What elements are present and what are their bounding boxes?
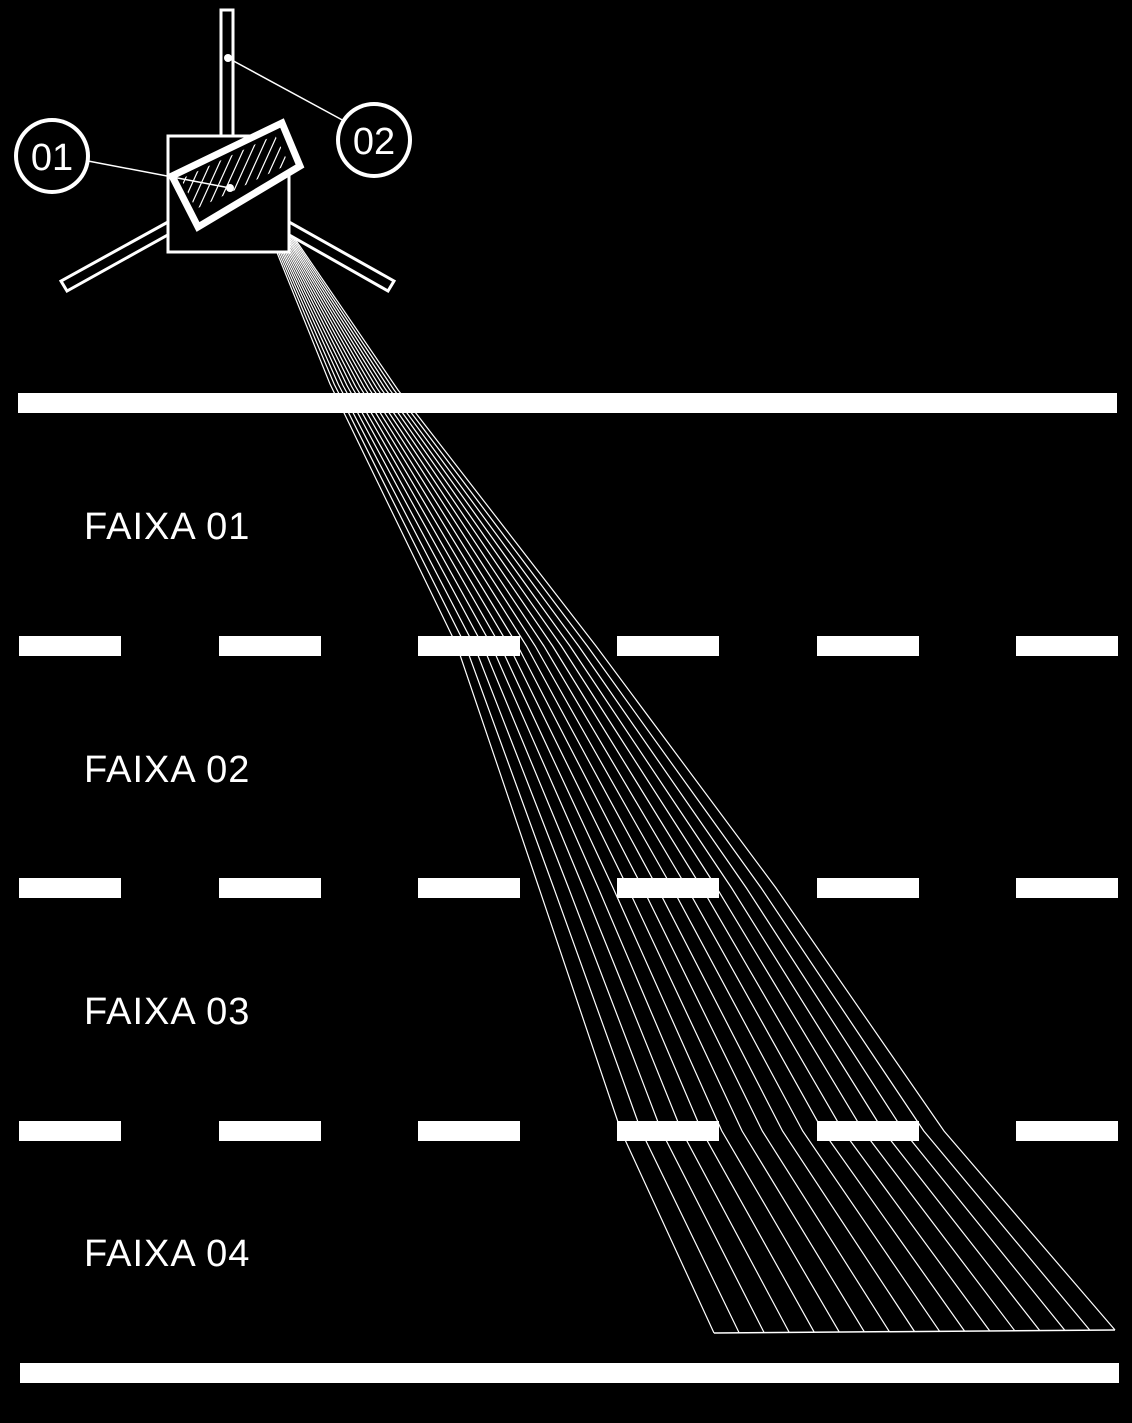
lane-label-faixa-02: FAIXA 02 — [84, 749, 251, 791]
beam-line — [258, 196, 890, 1333]
beam-line — [255, 197, 765, 1333]
beam-line — [254, 197, 715, 1334]
lane-divider-dash — [617, 636, 719, 656]
beam-line — [256, 197, 790, 1333]
sensor-housing — [167, 118, 305, 232]
beam-line — [261, 195, 991, 1332]
lane-divider-dash — [418, 878, 520, 898]
beam-line — [264, 194, 1116, 1331]
beam-line — [261, 195, 1016, 1332]
lane-divider-dash — [219, 1121, 321, 1141]
lane-divider-dash — [617, 878, 719, 898]
beam-line — [259, 196, 916, 1332]
lane-label-faixa-04: FAIXA 04 — [84, 1233, 251, 1275]
lane-divider-dash — [19, 636, 121, 656]
beam-line — [255, 197, 740, 1334]
beam-footprint-line — [713, 1329, 1116, 1334]
road-edge-top — [18, 393, 1117, 413]
sensor-beam-fan — [254, 194, 1116, 1334]
callout-02-ring — [340, 106, 408, 174]
callout-02-label: 02 — [353, 121, 395, 163]
road-edge-bottom — [20, 1363, 1119, 1383]
lane-divider-dash — [219, 636, 321, 656]
lane-divider-dash — [1016, 636, 1118, 656]
laser-sensor — [167, 118, 305, 232]
beam-line — [258, 196, 865, 1333]
beam-line — [260, 196, 941, 1332]
mount-leg-left — [58, 219, 175, 294]
beam-line — [257, 196, 840, 1333]
lane-divider-dash — [817, 878, 919, 898]
lane-divider-dash — [817, 1121, 919, 1141]
sensor-hatch-line — [233, 135, 285, 209]
beam-line — [262, 195, 1041, 1331]
callout-01-ring — [18, 122, 86, 190]
lane-divider-dash — [19, 878, 121, 898]
callout-01-leader — [87, 160, 231, 189]
beam-line — [260, 195, 966, 1332]
lane-divider-dash — [1016, 1121, 1118, 1141]
lane-divider-dash — [418, 1121, 520, 1141]
lane-divider-dash — [19, 1121, 121, 1141]
lane-divider-dash — [1016, 878, 1118, 898]
beam-line — [263, 194, 1091, 1331]
lane-divider-3 — [19, 1121, 1118, 1141]
lane-label-faixa-03: FAIXA 03 — [84, 991, 251, 1033]
beam-line — [256, 197, 815, 1333]
lane-divider-1 — [19, 636, 1118, 656]
callout-02: 02 — [224, 54, 412, 178]
lane-divider-dash — [817, 636, 919, 656]
lane-divider-2 — [19, 878, 1118, 898]
callout-02-leader — [227, 57, 347, 123]
lane-label-faixa-01: FAIXA 01 — [84, 506, 251, 548]
beam-line — [263, 195, 1066, 1331]
mount-pole — [219, 8, 235, 138]
lane-divider-dash — [219, 878, 321, 898]
callout-01: 01 — [14, 118, 231, 194]
callout-01-label: 01 — [31, 137, 73, 179]
lane-divider-dash — [617, 1121, 719, 1141]
